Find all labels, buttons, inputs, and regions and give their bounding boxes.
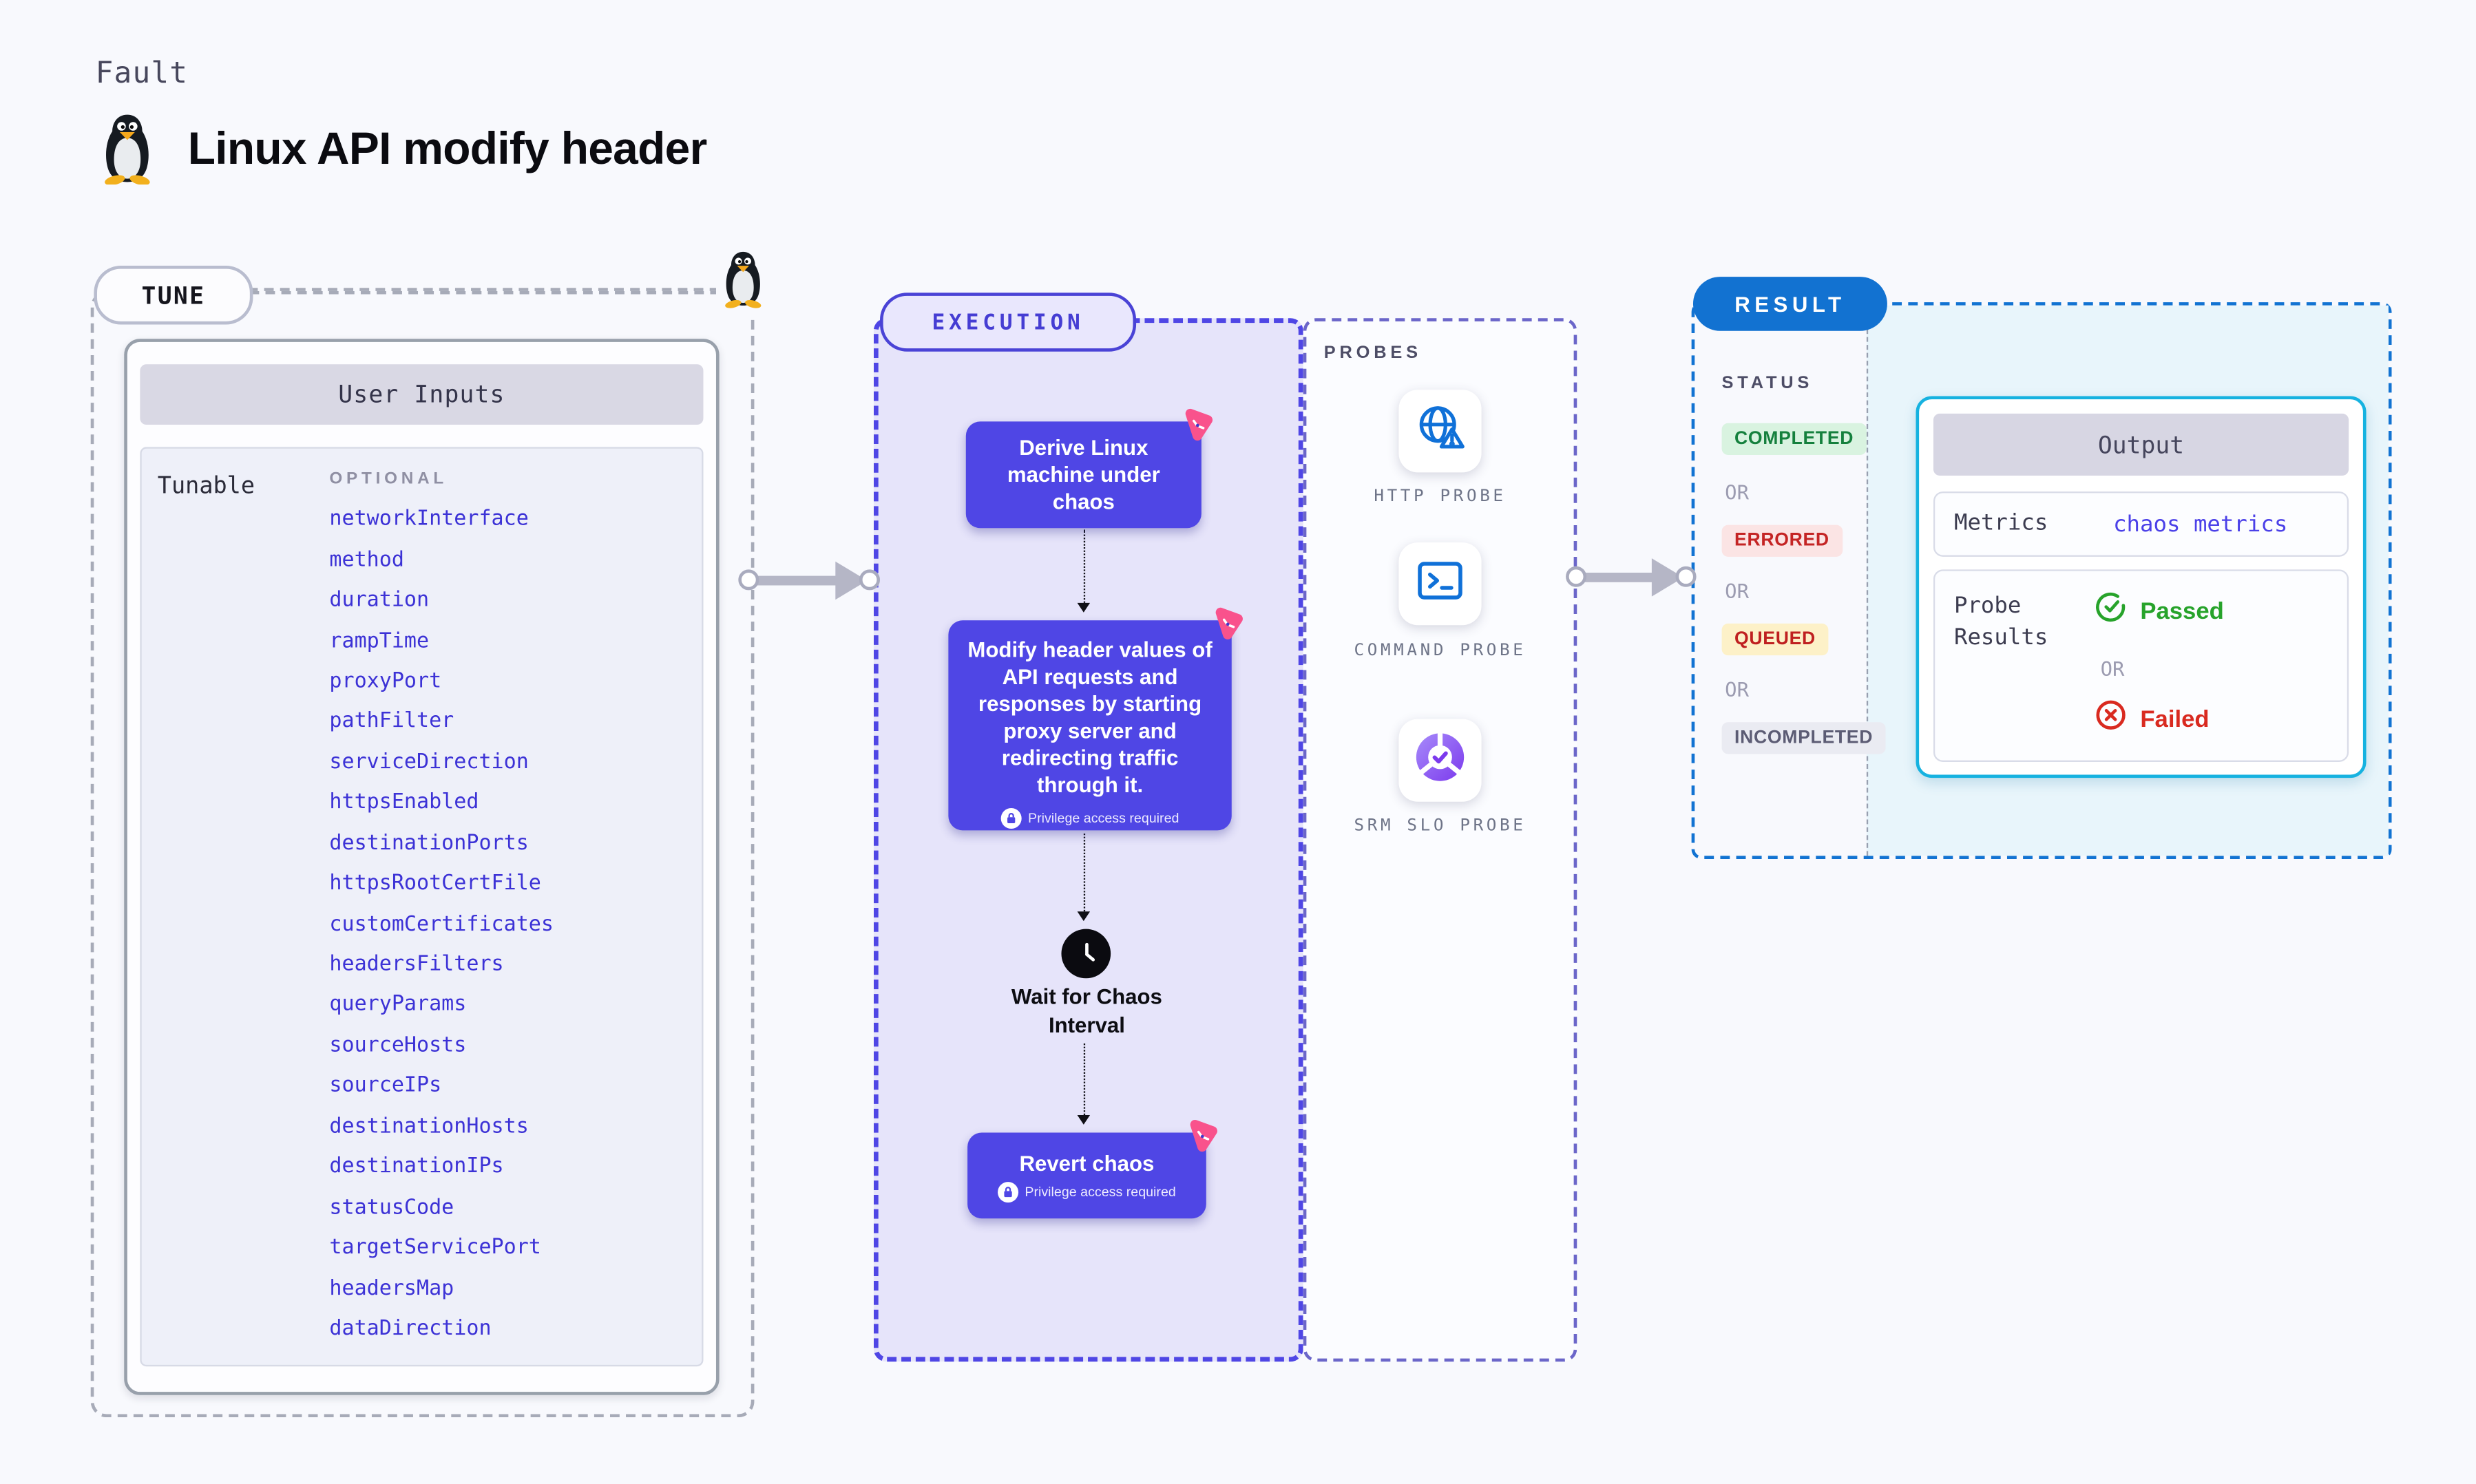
tunable-param-link[interactable]: serviceDirection xyxy=(329,750,529,775)
optional-label: OPTIONAL xyxy=(329,469,448,489)
tunable-param-link[interactable]: rampTime xyxy=(329,629,430,653)
status-badge-queued: QUEUED xyxy=(1721,623,1829,656)
chaos-metrics-link[interactable]: chaos metrics xyxy=(2113,511,2288,537)
arrow-tail-node xyxy=(1566,566,1587,587)
tunable-label: Tunable xyxy=(157,474,255,500)
tune-pill: TUNE xyxy=(94,265,253,325)
command-probe-icon xyxy=(1413,553,1467,615)
result-divider xyxy=(1866,305,1869,856)
tune-section xyxy=(90,290,755,1418)
or-label: OR xyxy=(1725,579,1749,603)
flow-connector xyxy=(1077,1043,1091,1125)
tunable-param-link[interactable]: method xyxy=(329,548,404,573)
step-derive-machine: Derive Linux machine under chaos xyxy=(965,408,1213,529)
status-label: STATUS xyxy=(1721,374,1814,393)
user-inputs-header: User Inputs xyxy=(140,364,704,425)
linux-penguin-icon xyxy=(715,248,770,317)
http-probe-card xyxy=(1398,390,1482,473)
step-revert-chaos: Revert chaos Privilege access required xyxy=(967,1119,1217,1219)
probes-label: PROBES xyxy=(1323,343,1422,363)
tunable-param-link[interactable]: httpsEnabled xyxy=(329,791,479,815)
http-probe-icon xyxy=(1413,400,1467,462)
passed-label: Passed xyxy=(2140,597,2224,625)
step-modify-header: Modify header values of API requests and… xyxy=(948,607,1243,831)
chaos-pinwheel-icon xyxy=(1177,405,1215,443)
step-label: Derive Linux machine under chaos xyxy=(1007,436,1160,514)
failed-label: Failed xyxy=(2140,705,2210,733)
arrow-head-node xyxy=(1675,566,1697,587)
tunable-param-link[interactable]: headersFilters xyxy=(329,953,504,977)
tunable-param-link[interactable]: sourceIPs xyxy=(329,1074,442,1099)
tunable-param-link[interactable]: pathFilter xyxy=(329,710,454,734)
tunable-param-link[interactable]: sourceHosts xyxy=(329,1033,467,1058)
metrics-row: Metrics chaos metrics xyxy=(1933,491,2349,557)
command-probe-card xyxy=(1398,542,1482,626)
tunable-param-link[interactable]: customCertificates xyxy=(329,912,554,937)
arrow-tail-node xyxy=(738,569,759,591)
x-circle-icon xyxy=(2094,699,2128,740)
tunable-param-link[interactable]: destinationHosts xyxy=(329,1114,529,1139)
metrics-label: Metrics xyxy=(1953,511,2048,537)
lock-icon xyxy=(1000,808,1022,829)
step-label: Modify header values of API requests and… xyxy=(967,637,1213,797)
result-pill: RESULT xyxy=(1692,277,1887,331)
passed-result: Passed xyxy=(2094,590,2224,631)
srm-slo-probe-card xyxy=(1398,719,1482,802)
tunables-panel: Tunable OPTIONAL networkInterface method d… xyxy=(140,447,704,1367)
or-label: OR xyxy=(2100,657,2125,681)
user-inputs-card: User Inputs Tunable OPTIONAL networkInte… xyxy=(124,339,720,1395)
output-header: Output xyxy=(1933,413,2349,476)
arrow-head-node xyxy=(859,569,881,591)
check-circle-icon xyxy=(2094,590,2128,631)
tunable-param-link[interactable]: statusCode xyxy=(329,1196,454,1220)
step-wait-interval: Wait for Chaos Interval xyxy=(1011,984,1162,1037)
flow-connector xyxy=(1077,529,1091,613)
failed-result: Failed xyxy=(2094,699,2210,740)
srm-slo-probe-icon xyxy=(1412,728,1469,793)
output-card: Output Metrics chaos metrics Probe Resul… xyxy=(1916,396,2367,778)
probe-results-label: Probe Results xyxy=(1953,593,2048,651)
tunable-param-link[interactable]: destinationIPs xyxy=(329,1155,504,1179)
tunable-params-list: networkInterface method duration rampTime pr… xyxy=(329,500,554,1350)
privilege-label: Privilege access required xyxy=(1027,809,1179,826)
fault-kicker: Fault xyxy=(95,57,189,91)
tunable-param-link[interactable]: headersMap xyxy=(329,1276,454,1301)
chaos-pinwheel-icon xyxy=(1208,604,1246,642)
probes-section xyxy=(1303,318,1577,1362)
privilege-label: Privilege access required xyxy=(1025,1183,1176,1199)
privilege-badge: Privilege access required xyxy=(963,808,1217,829)
tunable-param-link[interactable]: queryParams xyxy=(329,993,467,1017)
http-probe-label: HTTP PROBE xyxy=(1374,487,1507,506)
arrow-probes-to-result xyxy=(1577,571,1655,582)
status-badge-errored: ERRORED xyxy=(1721,524,1843,557)
execution-pill: EXECUTION xyxy=(880,293,1137,352)
lock-icon xyxy=(998,1180,1019,1202)
tune-connector-line xyxy=(248,288,720,291)
or-label: OR xyxy=(1725,480,1749,505)
privilege-badge: Privilege access required xyxy=(998,1180,1176,1202)
tunable-param-link[interactable]: proxyPort xyxy=(329,669,442,694)
status-badge-incompleted: INCOMPLETED xyxy=(1721,722,1886,754)
status-badge-completed: COMPLETED xyxy=(1721,423,1867,455)
probe-results-row: Probe Results Passed OR F xyxy=(1933,569,2349,762)
srm-slo-probe-label: SRM SLO PROBE xyxy=(1354,816,1526,836)
arrow-tune-to-execution xyxy=(749,575,839,586)
chaos-pinwheel-icon xyxy=(1182,1116,1220,1154)
or-label: OR xyxy=(1725,677,1749,702)
tunable-param-link[interactable]: duration xyxy=(329,589,430,613)
tunable-param-link[interactable]: targetServicePort xyxy=(329,1236,541,1260)
command-probe-label: COMMAND PROBE xyxy=(1354,641,1526,661)
tunable-param-link[interactable]: dataDirection xyxy=(329,1317,492,1342)
linux-penguin-icon xyxy=(96,112,159,193)
tunable-param-link[interactable]: networkInterface xyxy=(329,507,529,532)
page-title: Linux API modify header xyxy=(187,124,708,176)
step-label: Revert chaos xyxy=(1019,1151,1155,1175)
clock-icon xyxy=(1061,929,1111,979)
tunable-param-link[interactable]: destinationPorts xyxy=(329,831,529,856)
flow-connector xyxy=(1077,833,1091,922)
tunable-param-link[interactable]: httpsRootCertFile xyxy=(329,871,541,896)
